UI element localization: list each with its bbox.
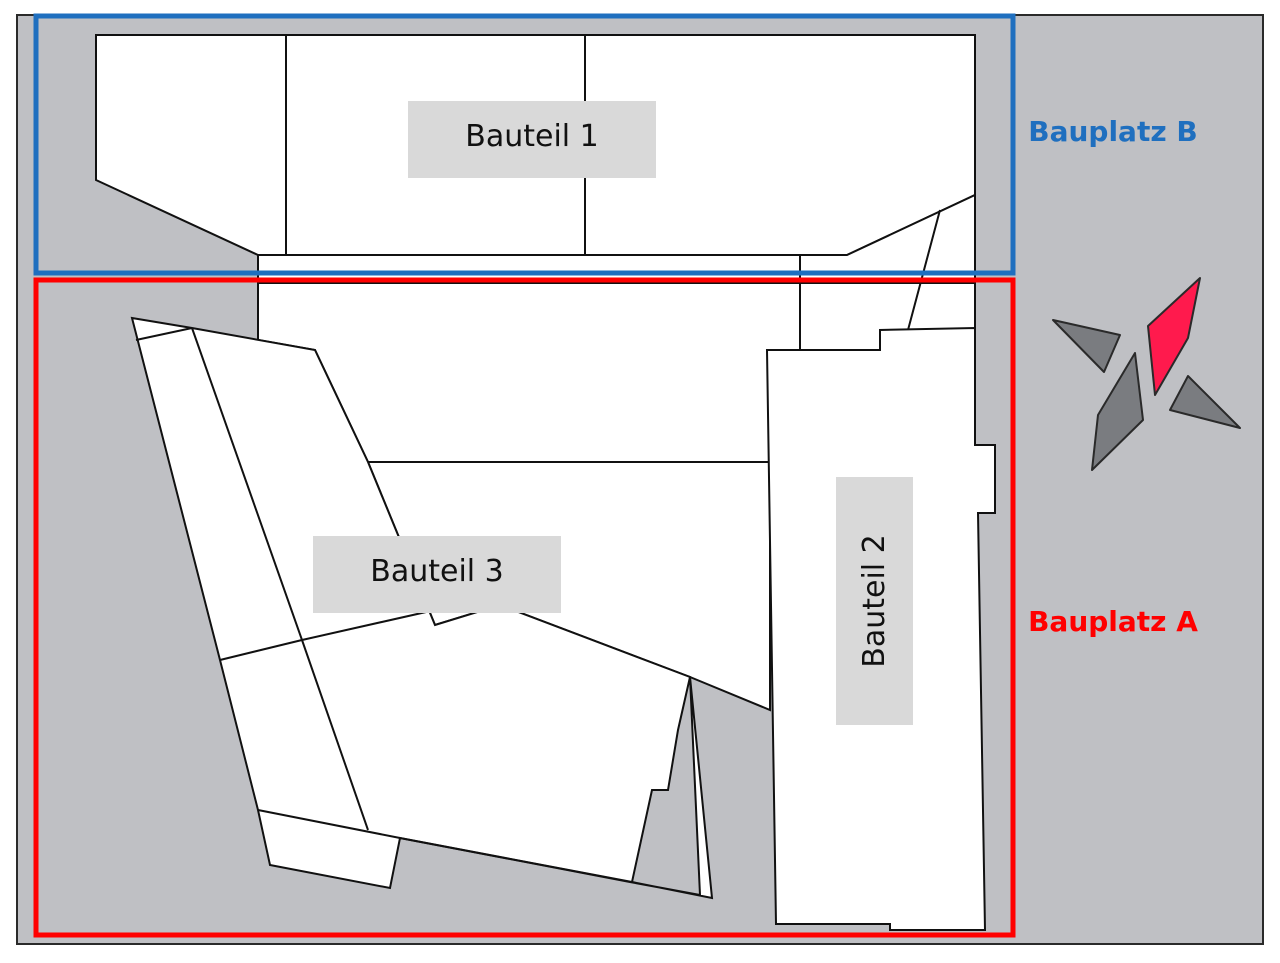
bauplatz-a-outline [33,277,1016,938]
north-arrow-icon [1052,277,1241,471]
bauplatz-b-outline [33,13,1016,276]
bauteil-3-label: Bauteil 3 [370,554,504,589]
bauplatz-a-label: Bauplatz A [1028,605,1198,638]
bauteil-1-label: Bauteil 1 [465,119,599,154]
bauteil-2-label-box [836,477,913,725]
bauteil-3-label-box [313,536,561,613]
bauteil-2-label: Bauteil 2 [857,534,892,668]
bauplatz-b-label: Bauplatz B [1028,115,1197,148]
bauteil-1-label-box [408,101,656,178]
